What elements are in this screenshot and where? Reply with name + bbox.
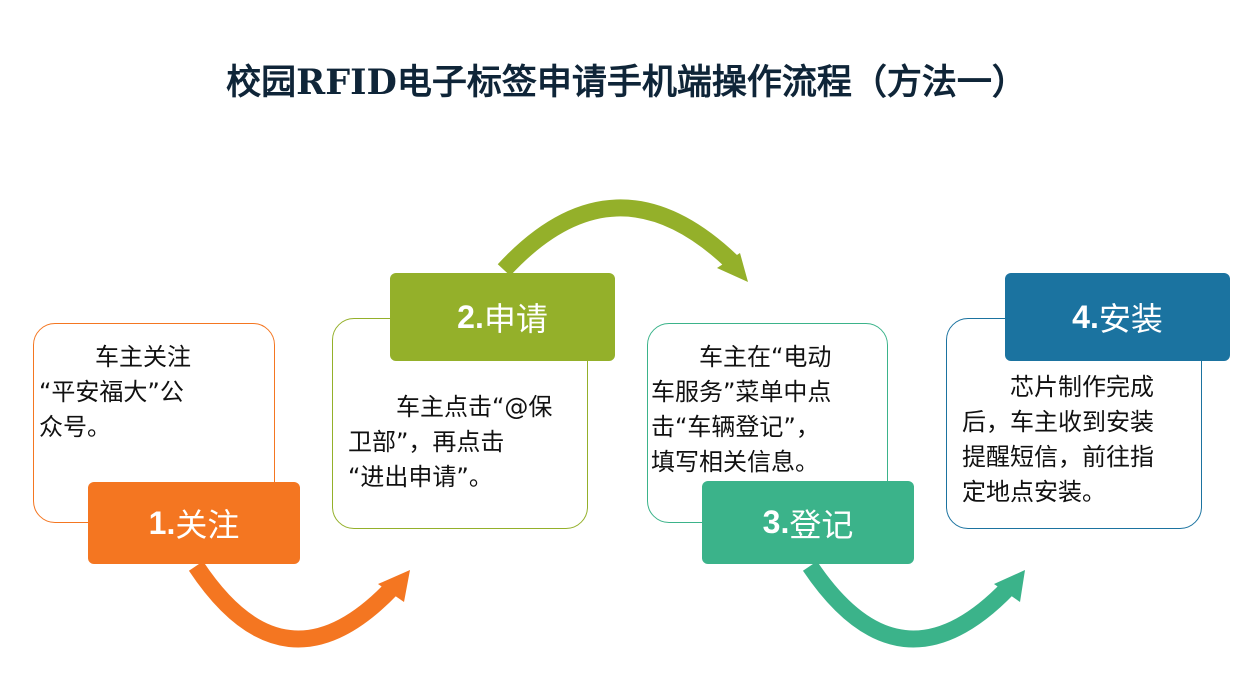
step-4-label: 4.安装 — [1005, 273, 1230, 361]
text-line: 后，车主收到安装 — [962, 408, 1154, 436]
step-number: 1. — [148, 504, 176, 541]
text-line: 提醒短信，前往指 — [962, 443, 1154, 471]
step-4-description: 芯片制作完成 后，车主收到安装 提醒短信，前往指 定地点安装。 — [962, 370, 1154, 510]
text-line: “进出申请”。 — [348, 463, 493, 491]
text-line: 车主在“电动 — [651, 343, 832, 371]
step-number: 2. — [457, 298, 484, 335]
arrow-2-to-3 — [497, 199, 748, 282]
text-line: 众号。 — [39, 413, 111, 441]
step-1-label: 1.关注 — [88, 482, 300, 564]
step-3-description: 车主在“电动 车服务”菜单中点 击“车辆登记”， 填写相关信息。 — [651, 340, 831, 480]
step-title: 安装 — [1098, 300, 1163, 338]
step-2-description: 车主点击“@保 卫部”，再点击 “进出申请”。 — [348, 390, 552, 495]
text-line: 芯片制作完成 — [962, 373, 1154, 401]
text-line: 填写相关信息。 — [651, 448, 819, 476]
step-2-label: 2.申请 — [390, 273, 615, 361]
step-1-description: 车主关注 “平安福大”公 众号。 — [39, 340, 191, 445]
text-line: 卫部”，再点击 — [348, 428, 505, 456]
step-title: 关注 — [175, 506, 240, 544]
text-line: “平安福大”公 — [39, 378, 184, 406]
step-title: 登记 — [789, 505, 854, 544]
text-line: 车主关注 — [47, 343, 191, 371]
arrow-1-to-2 — [188, 561, 410, 648]
text-line: 车主点击“@保 — [348, 393, 553, 421]
step-number: 3. — [762, 504, 790, 540]
step-3-label: 3.登记 — [702, 481, 914, 564]
page-title: 校园RFID电子标签申请手机端操作流程（方法一） — [226, 62, 1027, 103]
text-line: 击“车辆登记”， — [651, 413, 820, 441]
text-line: 车服务”菜单中点 — [651, 378, 832, 406]
step-number: 4. — [1072, 298, 1099, 335]
arrow-3-to-4 — [802, 561, 1025, 648]
text-line: 定地点安装。 — [962, 478, 1106, 506]
step-title: 申请 — [483, 300, 548, 338]
